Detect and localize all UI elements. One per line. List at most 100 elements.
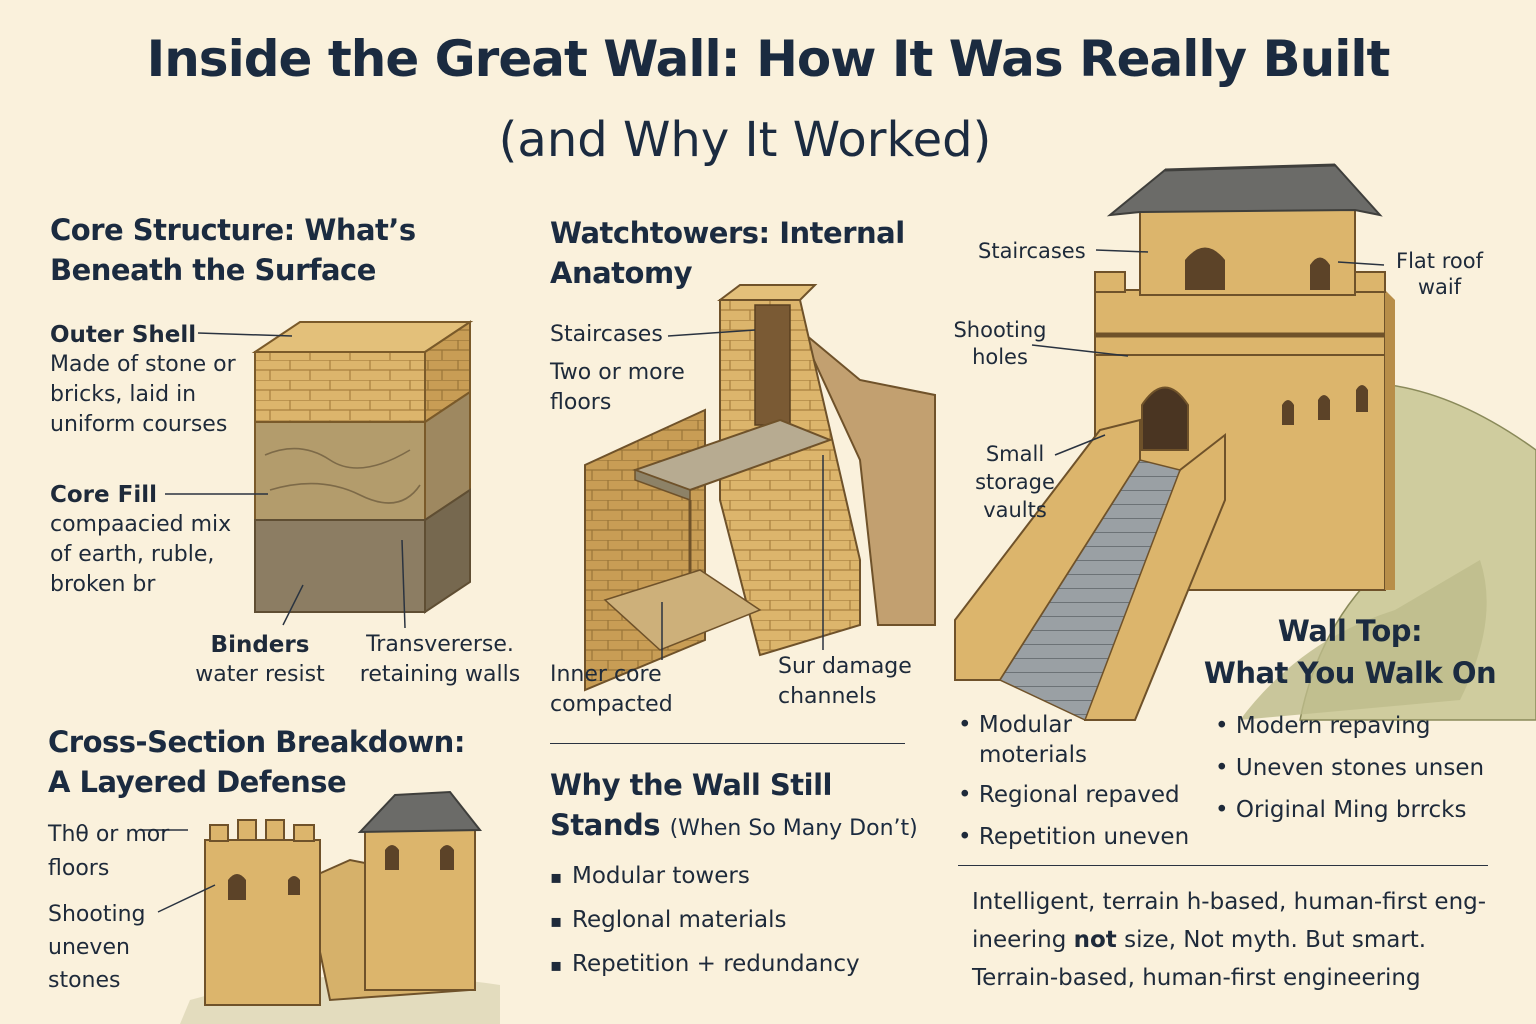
- cross-heading-line1: Cross-Section Breakdown:: [48, 725, 465, 759]
- middle-divider: [550, 743, 905, 744]
- binders-label: Binders water resist: [195, 630, 325, 690]
- binders-title: Binders: [210, 632, 310, 658]
- list-item: • Modular: [958, 712, 1072, 738]
- storage-2: storage: [975, 470, 1055, 494]
- list-item: • Original Ming brrcks: [1215, 797, 1467, 823]
- cross-floors-2: floors: [48, 856, 110, 881]
- shooting-holes-1: Shooting: [953, 318, 1047, 342]
- flat-roof-label: Flat roof waif: [1392, 248, 1487, 300]
- list-item: ▪Modular towers: [550, 855, 860, 899]
- outer-shell-desc-1: Made of stone or: [50, 352, 236, 377]
- cross-shooting-3: stones: [48, 968, 121, 993]
- shooting-holes-label: Shooting holes: [945, 317, 1055, 371]
- inner-core-2: compacted: [550, 692, 673, 717]
- watchtower-cutaway-illustration: [584, 284, 936, 692]
- inner-core-1: Inner core: [550, 662, 662, 687]
- big-tower-staircases-label: Staircases: [978, 239, 1086, 263]
- bullet-dot-icon: •: [1215, 797, 1236, 823]
- why-heading-line2: Stands: [550, 808, 660, 842]
- square-bullet-icon: ▪: [550, 867, 563, 888]
- core-heading-line1: Core Structure: What’s: [50, 213, 416, 247]
- wall-top-heading-line1: Wall Top:: [1277, 614, 1423, 648]
- wall-top-right-list: • Modern repaving • Uneven stones unsen …: [1215, 705, 1484, 831]
- damage-2: channels: [778, 684, 877, 709]
- cross-shooting-1: Shooting: [48, 902, 146, 927]
- watchtowers-heading-line1: Watchtowers: Internal: [550, 216, 905, 250]
- page-title: Inside the Great Wall: How It Was Really…: [146, 30, 1391, 88]
- wall-top-left-list: • Modular moterials • Regional repaved •…: [958, 710, 1189, 858]
- page-subtitle: (and Why It Worked): [498, 112, 992, 168]
- storage-3: vaults: [983, 498, 1047, 522]
- cross-section-illustration: [180, 790, 500, 1024]
- transverse-desc: retaining walls: [359, 662, 521, 687]
- core-fill-title: Core Fill: [50, 482, 157, 508]
- list-item-continued: moterials: [979, 742, 1087, 768]
- square-bullet-icon: ▪: [550, 911, 563, 932]
- list-item: ▪Repetition + redundancy: [550, 943, 860, 987]
- conclusion-text: Intelligent, terrain h-based, human-firs…: [972, 883, 1512, 997]
- list-item: • Regional repaved: [958, 782, 1180, 808]
- why-stands-list: ▪Modular towers ▪Reglonal materials ▪Rep…: [550, 855, 860, 987]
- watchtower-floors-1: Two or more: [550, 360, 685, 385]
- core-fill-label: Core Fill compaacied mix of earth, ruble…: [50, 480, 231, 600]
- why-heading-line1: Why the Wall Still: [550, 768, 832, 802]
- outer-shell-label: Outer Shell Made of stone or bricks, lai…: [50, 320, 236, 440]
- watchtower-floors-label: Two or more floors: [550, 358, 685, 418]
- watchtower-staircases-label: Staircases: [550, 322, 663, 347]
- list-item: • Modern repaving: [1215, 713, 1431, 739]
- storage-vaults-label: Small storage vaults: [965, 440, 1065, 524]
- damage-channels-label: Sur damage channels: [778, 652, 912, 712]
- conclusion-line2b: not: [1073, 927, 1117, 953]
- why-stands-heading: Why the Wall Still Stands (When So Many …: [550, 765, 918, 849]
- cross-section-heading: Cross-Section Breakdown: A Layered Defen…: [48, 722, 465, 802]
- bullet-dot-icon: •: [958, 782, 979, 808]
- conclusion-line1: Intelligent, terrain h-based, human-firs…: [972, 889, 1487, 915]
- big-watchtower-illustration: [954, 163, 1536, 722]
- watchtower-leader-lines: [661, 329, 824, 660]
- storage-1: Small: [985, 442, 1045, 466]
- bullet-dot-icon: •: [1215, 713, 1236, 739]
- outer-shell-desc-2: bricks, laid in: [50, 382, 197, 407]
- core-block-illustration: [251, 320, 474, 614]
- watchtowers-heading-line2: Anatomy: [550, 256, 693, 290]
- core-fill-desc-2: of earth, ruble,: [50, 542, 215, 567]
- core-fill-desc-1: compaacied mix: [50, 512, 232, 537]
- list-item: • Repetition uneven: [958, 824, 1190, 850]
- core-fill-desc-3: broken br: [50, 572, 156, 597]
- bullet-dot-icon: •: [958, 824, 979, 850]
- square-bullet-icon: ▪: [550, 955, 563, 976]
- inner-core-label: Inner core compacted: [550, 660, 673, 720]
- bullet-dot-icon: •: [958, 712, 979, 738]
- watchtowers-heading: Watchtowers: Internal Anatomy: [550, 213, 905, 293]
- transverse-title: Transvererse.: [366, 632, 514, 657]
- wall-top-heading: Wall Top: What You Walk On: [1195, 610, 1505, 694]
- conclusion-line3: Terrain-based, human-first engineering: [972, 965, 1421, 991]
- shooting-holes-2: holes: [972, 345, 1028, 369]
- list-item: ▪Reglonal materials: [550, 899, 860, 943]
- core-structure-heading: Core Structure: What’s Beneath the Surfa…: [50, 210, 416, 290]
- binders-desc: water resist: [195, 662, 325, 687]
- why-heading-suffix: (When So Many Don’t): [669, 816, 918, 841]
- cross-heading-line2: A Layered Defense: [48, 765, 347, 799]
- core-heading-line2: Beneath the Surface: [50, 253, 376, 287]
- damage-1: Sur damage: [778, 654, 912, 679]
- flat-roof-2: waif: [1417, 275, 1462, 299]
- cross-shooting-2: uneven: [48, 935, 130, 960]
- outer-shell-title: Outer Shell: [50, 322, 197, 348]
- cross-leader-lines: [140, 829, 216, 913]
- cross-floors-1: Thθ or mor: [48, 822, 170, 847]
- bullet-dot-icon: •: [1215, 755, 1236, 781]
- conclusion-line2c: size, Not myth. But smart.: [1124, 927, 1427, 953]
- outer-shell-desc-3: uniform courses: [50, 412, 228, 437]
- watchtower-floors-2: floors: [550, 390, 612, 415]
- cross-floors-label: Thθ or mor floors: [48, 818, 169, 886]
- cross-shooting-label: Shooting uneven stones: [48, 898, 145, 997]
- flat-roof-1: Flat roof: [1396, 249, 1483, 273]
- conclusion-line2a: ineering: [972, 927, 1067, 953]
- core-leader-lines: [165, 332, 406, 629]
- transverse-label: Transvererse. retaining walls: [355, 630, 525, 690]
- list-item: • Uneven stones unsen: [1215, 755, 1485, 781]
- big-tower-leader-lines: [1031, 249, 1385, 456]
- right-divider: [958, 865, 1488, 866]
